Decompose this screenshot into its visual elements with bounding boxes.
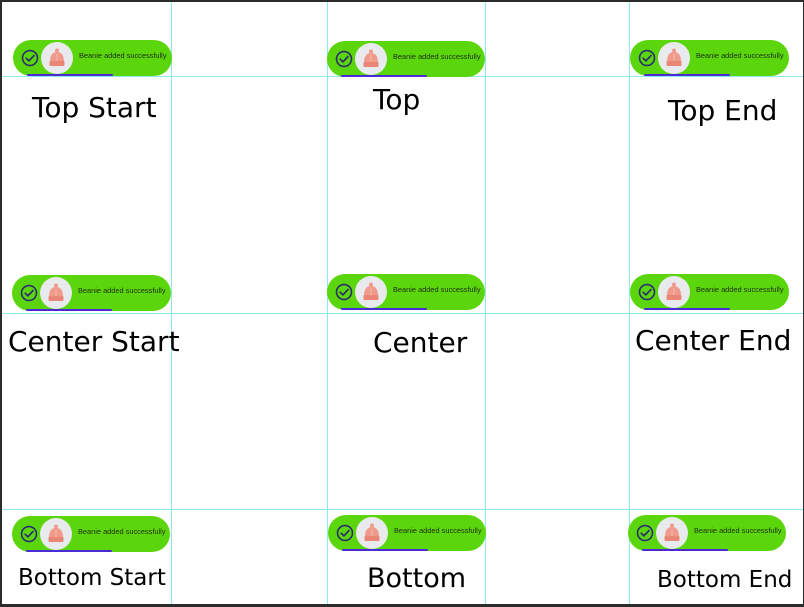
label-bottom-end: Bottom End [657, 567, 793, 593]
toast-progress-bar [341, 75, 427, 77]
beanie-icon [49, 48, 65, 66]
toast-progress-bar [341, 308, 427, 310]
avatar [356, 517, 388, 549]
check-circle-icon [638, 49, 656, 67]
guide-horizontal [0, 509, 804, 510]
label-top: Top [373, 83, 421, 116]
guide-vertical [171, 0, 172, 607]
check-circle-icon [638, 283, 656, 301]
check-circle-icon [636, 524, 654, 542]
avatar [40, 518, 72, 550]
avatar [40, 277, 72, 309]
beanie-icon [666, 48, 682, 66]
check-circle-icon [21, 49, 39, 67]
toast-message: Beanie added successfully [696, 285, 784, 294]
check-circle-icon [335, 50, 353, 68]
toast-message: Beanie added successfully [393, 52, 481, 61]
label-top-end: Top End [668, 94, 778, 127]
beanie-icon [48, 283, 64, 301]
check-circle-icon [20, 525, 38, 543]
avatar [41, 42, 73, 74]
toast-progress-bar [644, 74, 730, 76]
avatar [658, 42, 690, 74]
toast-message: Beanie added successfully [394, 526, 482, 535]
avatar [355, 43, 387, 75]
avatar [658, 276, 690, 308]
beanie-icon [664, 523, 680, 541]
beanie-icon [666, 282, 682, 300]
beanie-icon [363, 49, 379, 67]
guide-vertical [629, 0, 630, 607]
toast-message: Beanie added successfully [78, 527, 166, 536]
toast-top-end[interactable]: Beanie added successfully [630, 40, 789, 76]
toast-message: Beanie added successfully [78, 286, 166, 295]
avatar [656, 517, 688, 549]
beanie-icon [364, 523, 380, 541]
guide-vertical [327, 0, 328, 607]
toast-message: Beanie added successfully [393, 285, 481, 294]
label-bottom-start: Bottom Start [18, 565, 166, 591]
check-circle-icon [335, 283, 353, 301]
label-center-start: Center Start [8, 325, 180, 358]
toast-message: Beanie added successfully [694, 526, 782, 535]
toast-message: Beanie added successfully [696, 51, 784, 60]
toast-bottom-end[interactable]: Beanie added successfully [628, 515, 786, 551]
toast-progress-bar [27, 74, 113, 76]
check-circle-icon [336, 524, 354, 542]
toast-center-end[interactable]: Beanie added successfully [630, 274, 789, 310]
toast-progress-bar [642, 549, 728, 551]
toast-bottom-start[interactable]: Beanie added successfully [12, 516, 170, 552]
toast-center-start[interactable]: Beanie added successfully [12, 275, 171, 311]
toast-progress-bar [342, 549, 428, 551]
toast-top-start[interactable]: Beanie added successfully [13, 40, 172, 76]
check-circle-icon [20, 284, 38, 302]
toast-progress-bar [26, 309, 112, 311]
toast-message: Beanie added successfully [79, 51, 167, 60]
toast-bottom[interactable]: Beanie added successfully [328, 515, 486, 551]
label-center-end: Center End [635, 324, 792, 357]
toast-center[interactable]: Beanie added successfully [327, 274, 485, 310]
label-center: Center [373, 326, 468, 359]
avatar [355, 276, 387, 308]
label-top-start: Top Start [32, 91, 157, 124]
guide-horizontal [0, 313, 804, 314]
beanie-icon [48, 524, 64, 542]
guide-vertical [485, 0, 486, 607]
toast-progress-bar [26, 550, 112, 552]
label-bottom: Bottom [367, 563, 467, 594]
toast-progress-bar [644, 308, 730, 310]
beanie-icon [363, 282, 379, 300]
toast-top[interactable]: Beanie added successfully [327, 41, 485, 77]
